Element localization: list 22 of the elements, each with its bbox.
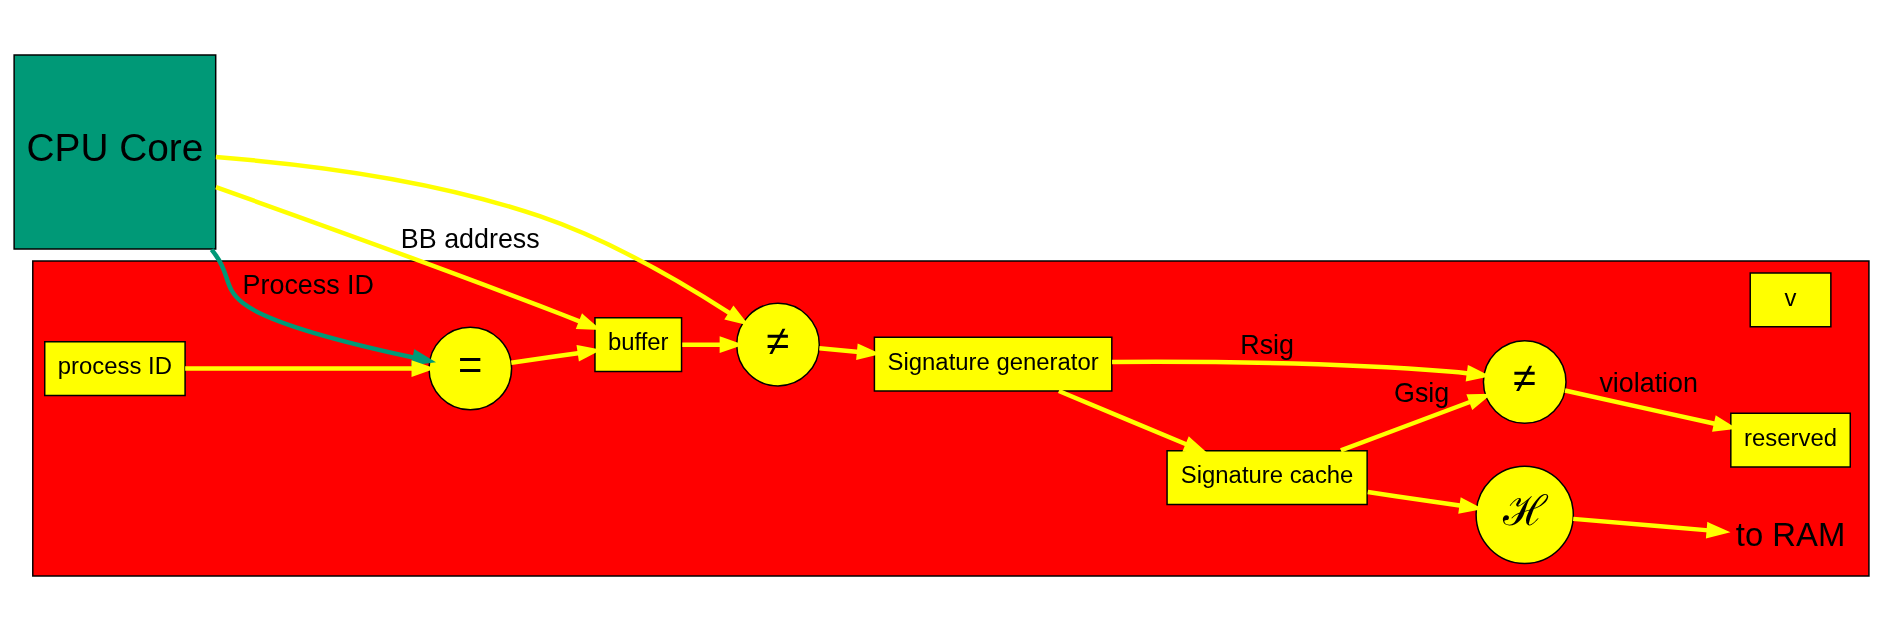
node-circle: ℋ (1475, 465, 1575, 565)
node-circle: ≠ (735, 302, 821, 387)
edge-label: Gsig (1394, 377, 1450, 408)
edge-label: violation (1599, 367, 1698, 398)
edge-label: Rsig (1240, 330, 1294, 361)
arrow (1573, 516, 1731, 539)
arrow (215, 154, 749, 326)
node-box: Signature cache (1166, 449, 1368, 506)
node-circle: = (428, 326, 513, 411)
arrow (209, 248, 436, 366)
node-box: v (1749, 272, 1832, 328)
node-box: Signature generator (873, 336, 1113, 392)
node-text: to RAM (1735, 515, 1846, 553)
node-box: buffer (594, 317, 683, 373)
arrow (1057, 388, 1208, 454)
node-box: process ID (44, 340, 186, 397)
cluster (32, 260, 1870, 577)
edge-label: BB address (400, 224, 540, 255)
node-circle: ≠ (1482, 339, 1567, 424)
node-box: CPU Core (13, 54, 217, 250)
edge-label: Process ID (242, 270, 374, 301)
node-box: reserved (1730, 412, 1851, 468)
